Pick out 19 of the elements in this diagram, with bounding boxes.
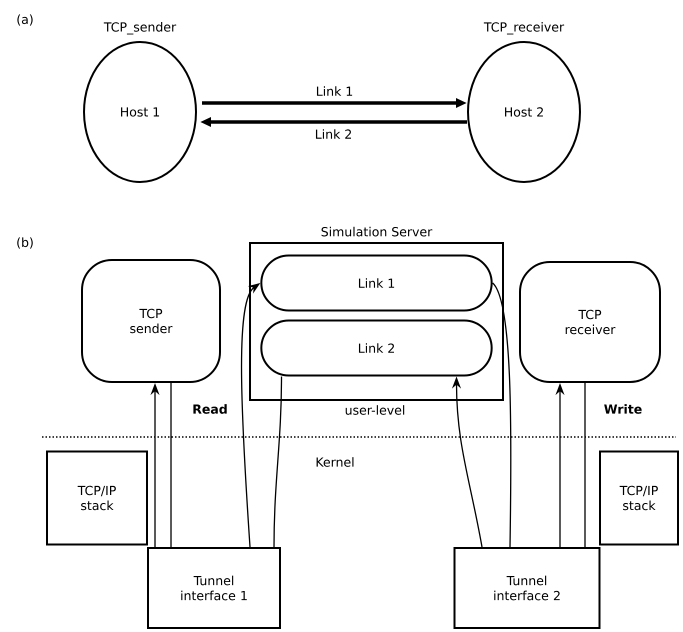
host-caption: TCP_sender [104, 22, 176, 34]
write-label: Write [604, 404, 642, 414]
node-label: Simulation Server [322, 226, 432, 236]
edge-label: Link 2 [314, 128, 354, 140]
stack-box: TCP/IP stack [46, 450, 148, 546]
process-box: TCP sender [81, 259, 221, 383]
interface-box: Tunnel interface 2 [454, 547, 600, 629]
level-label: user-level [346, 405, 404, 415]
host-caption: TCP_receiver [484, 22, 564, 34]
edge-label: Link 1 [314, 85, 354, 97]
panel-label: (b) [17, 237, 33, 249]
interface-box: Tunnel interface 1 [147, 547, 281, 629]
panel-label: (a) [17, 14, 33, 26]
link-pill: Link 1 [260, 254, 493, 312]
stack-box: TCP/IP stack [599, 450, 679, 546]
read-label: Read [193, 404, 227, 414]
link-pill: Link 2 [260, 320, 493, 376]
level-label: Kernel [316, 457, 354, 467]
process-box: TCP receiver [519, 261, 661, 383]
